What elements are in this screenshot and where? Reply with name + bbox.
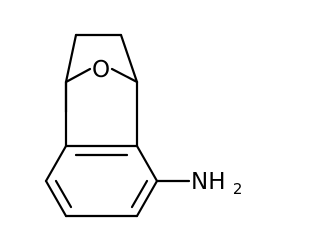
amine-subscript-label: 2 — [233, 180, 243, 198]
amine-main-label: NH — [191, 169, 226, 195]
bond-c8-c9a — [44, 144, 68, 183]
bond-c3-c4 — [119, 33, 139, 84]
bond-oxygen-c4 — [110, 67, 139, 84]
bond-c5-c6 — [135, 179, 159, 218]
bond-c7-c8 — [44, 179, 68, 218]
bond-double-c7-c8 — [54, 179, 73, 209]
oxygen-atom-label: O — [92, 57, 110, 83]
bonds — [44, 33, 191, 218]
bond-double-c5-c6 — [130, 179, 149, 209]
bond-c1-c2 — [64, 33, 78, 84]
bond-c4a-c5 — [135, 144, 159, 183]
amine-group-label: NH 2 — [191, 169, 242, 198]
molecule-diagram: O NH 2 — [44, 33, 242, 218]
atom-labels: O NH 2 — [92, 57, 242, 198]
bond-c1-oxygen — [64, 67, 92, 84]
